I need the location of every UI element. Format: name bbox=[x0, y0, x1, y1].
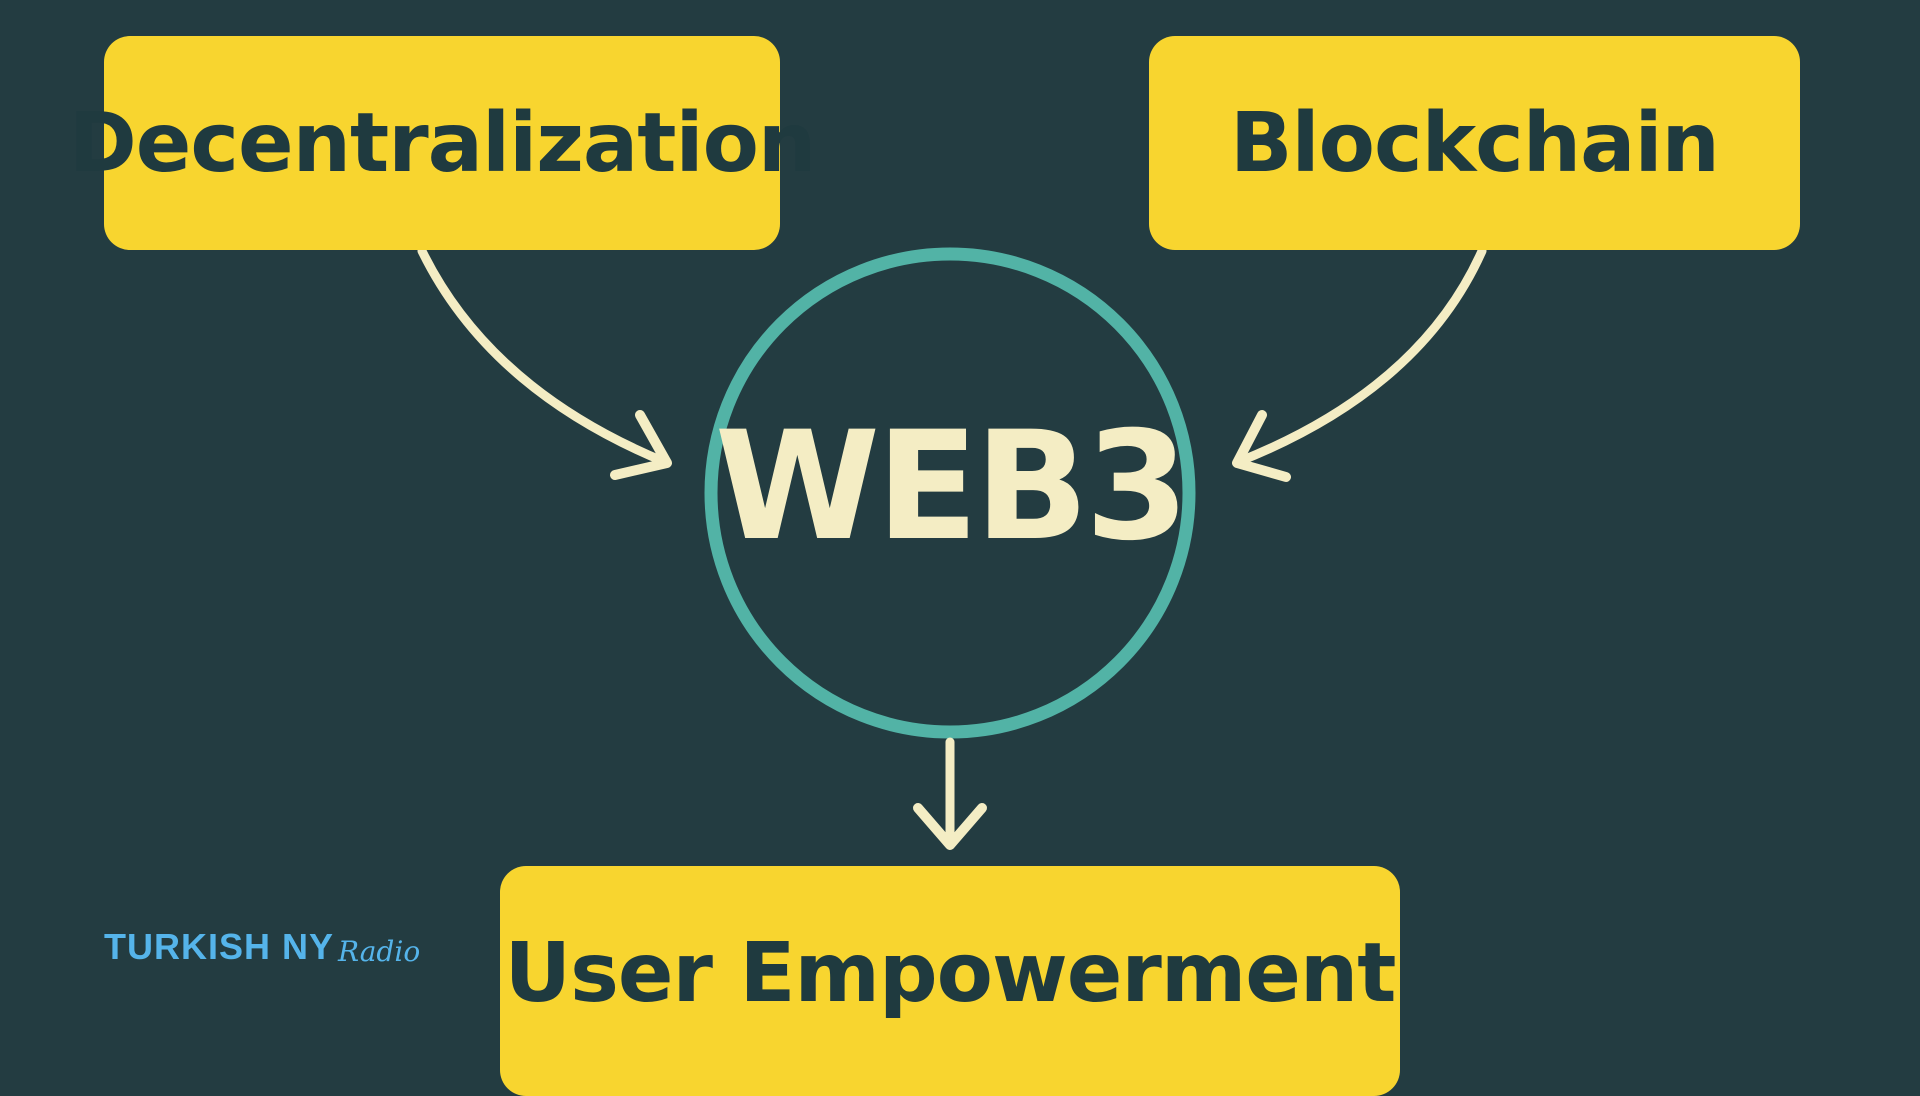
arrow-decentralization-to-web3 bbox=[417, 246, 670, 467]
arrowhead-down-icon bbox=[913, 803, 987, 850]
web3-label: WEB3 bbox=[714, 400, 1190, 574]
logo-main-text: TURKISH NY bbox=[104, 926, 335, 967]
turkish-ny-radio-logo: TURKISH NY Radio bbox=[104, 926, 420, 968]
node-decentralization: Decentralization bbox=[69, 36, 816, 250]
arrow-blockchain-to-web3 bbox=[1233, 246, 1487, 467]
arrowhead-right-icon bbox=[1232, 410, 1291, 482]
web3-circle bbox=[704, 247, 1196, 739]
node-blockchain: Blockchain bbox=[1149, 36, 1800, 250]
node-label: Blockchain bbox=[1230, 95, 1720, 191]
arrowhead-left-icon bbox=[610, 410, 672, 480]
node-label: Decentralization bbox=[68, 95, 817, 191]
logo-script-text: Radio bbox=[338, 935, 421, 968]
node-label: User Empowerment bbox=[504, 925, 1397, 1021]
node-user-empowerment: User Empowerment bbox=[500, 866, 1400, 1096]
